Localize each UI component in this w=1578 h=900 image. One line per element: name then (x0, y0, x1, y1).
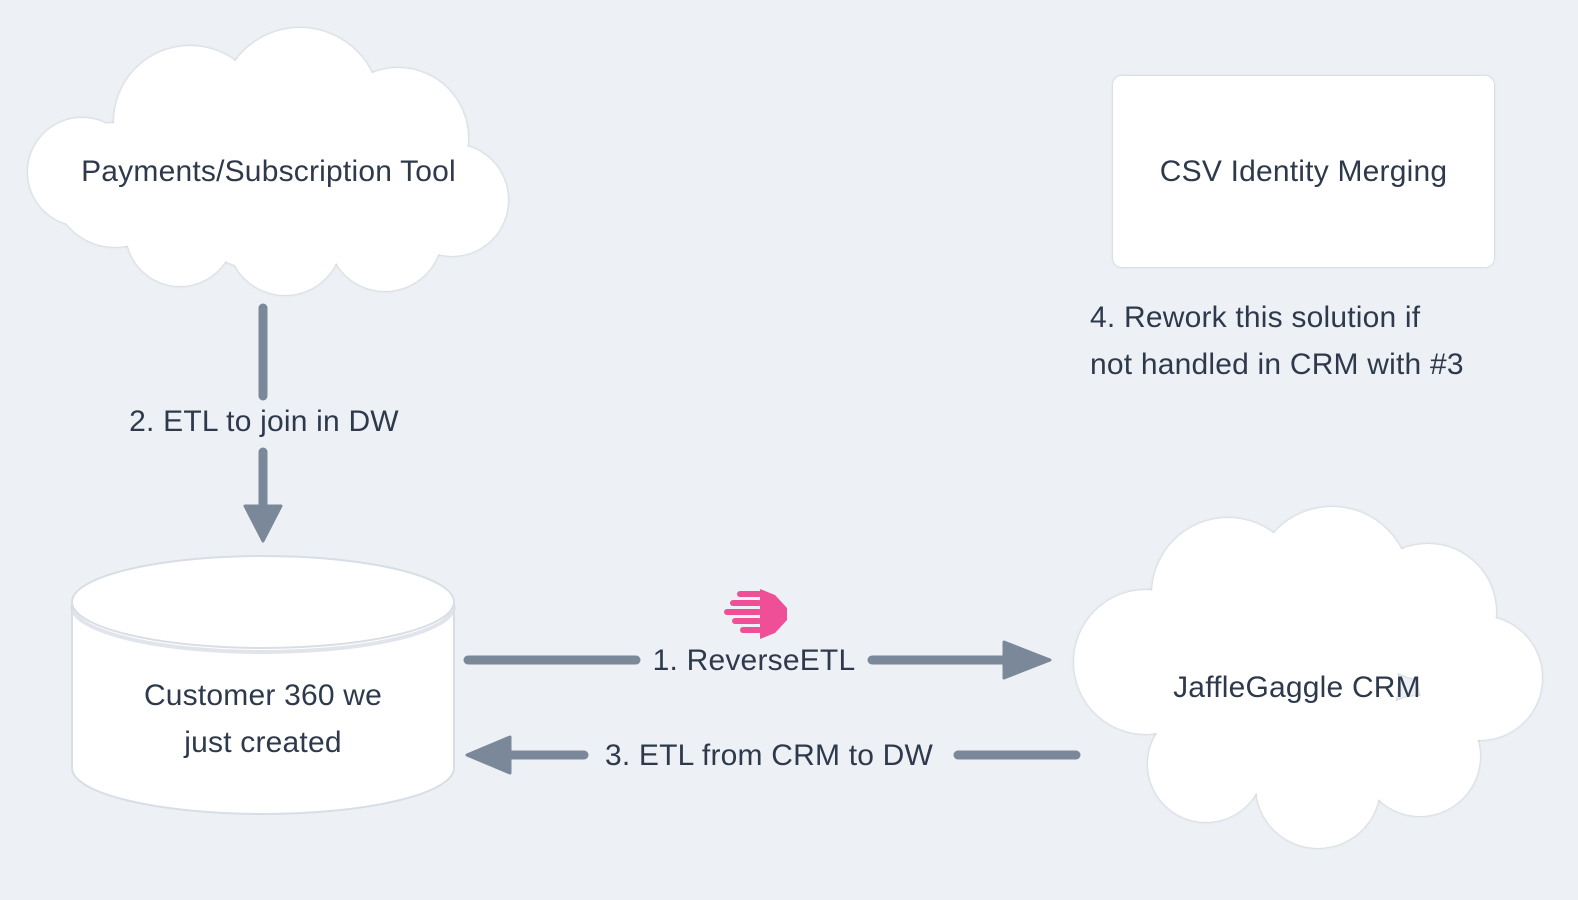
cylinder-rim-shadow (70, 605, 456, 654)
customer360-label: Customer 360 we just created (113, 672, 413, 766)
payments-cloud (28, 28, 508, 295)
csv-identity-box (1113, 76, 1494, 267)
cylinder-body (71, 602, 455, 815)
arrow-etl-from-crm (465, 735, 1081, 775)
grouparoo-arrow-icon (724, 589, 787, 639)
rework-note-line1: 4. Rework this solution if (1090, 301, 1421, 334)
arrow-etl-join (243, 303, 283, 543)
arrowhead-left (465, 735, 512, 775)
payments-cloud-label: Payments/Subscription Tool (81, 155, 456, 188)
arrow-reverse-etl (463, 640, 1052, 680)
customer360-label-line1: Customer 360 we (143, 679, 383, 712)
rework-note-line2: not handled in CRM with #3 (1090, 348, 1464, 381)
customer360-cylinder (70, 555, 456, 815)
jafflegaggle-cloud (1074, 507, 1542, 848)
etl-join-label: 2. ETL to join in DW (129, 405, 399, 438)
cylinder-top (71, 555, 455, 649)
customer360-label-line2: just created (184, 726, 342, 759)
arrowhead-right (1002, 640, 1052, 680)
rework-note: 4. Rework this solution if not handled i… (1090, 294, 1540, 388)
reverse-etl-label: 1. ReverseETL (652, 644, 856, 677)
crm-cloud-label: JaffleGaggle CRM (1173, 671, 1421, 704)
csv-box-label: CSV Identity Merging (1159, 155, 1448, 188)
arrowhead-down (243, 504, 283, 543)
etl-from-crm-label: 3. ETL from CRM to DW (604, 739, 934, 772)
